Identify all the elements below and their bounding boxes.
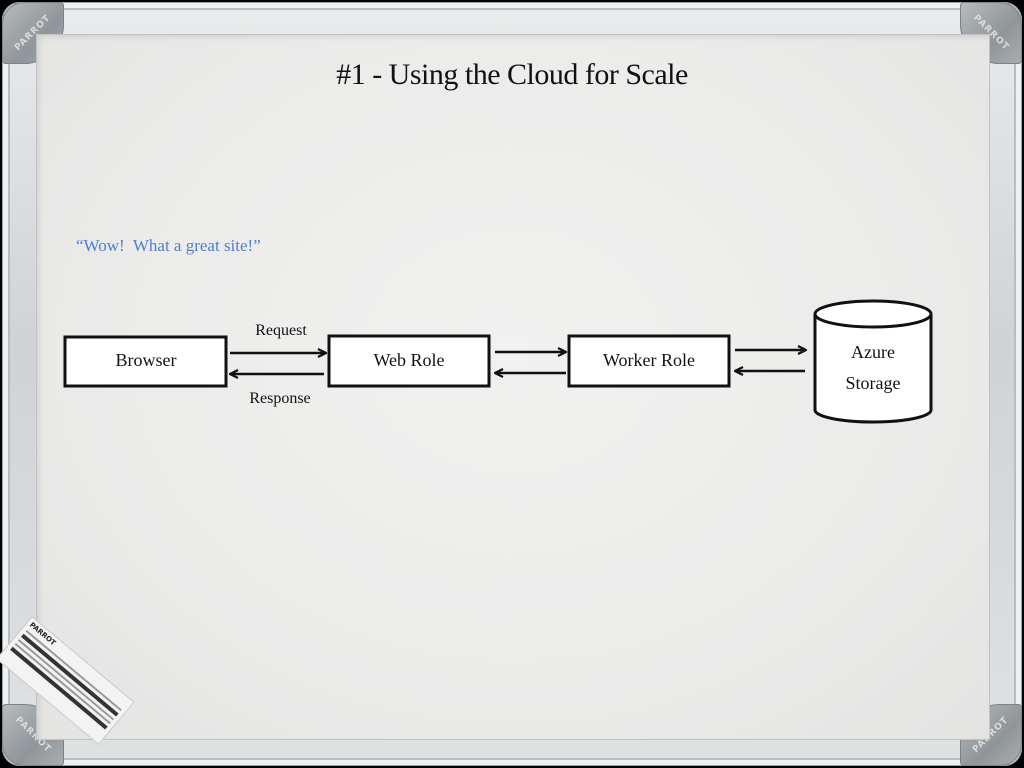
worker-role-box (567, 334, 731, 388)
web-role-label: Web Role (373, 350, 444, 370)
azure-storage-label-line2: Storage (846, 373, 901, 393)
worker-role-label: Worker Role (603, 350, 695, 370)
azure-storage-cylinder (813, 299, 933, 424)
request-label: Request (255, 322, 307, 339)
response-label: Response (249, 390, 310, 407)
slide-title: #1 - Using the Cloud for Scale (336, 58, 688, 91)
quote-text: “Wow! What a great site!” (76, 236, 261, 255)
browser-label: Browser (116, 350, 177, 370)
azure-storage-label-line1: Azure (851, 342, 895, 362)
web-role-box (327, 334, 491, 388)
browser-box (63, 335, 228, 388)
